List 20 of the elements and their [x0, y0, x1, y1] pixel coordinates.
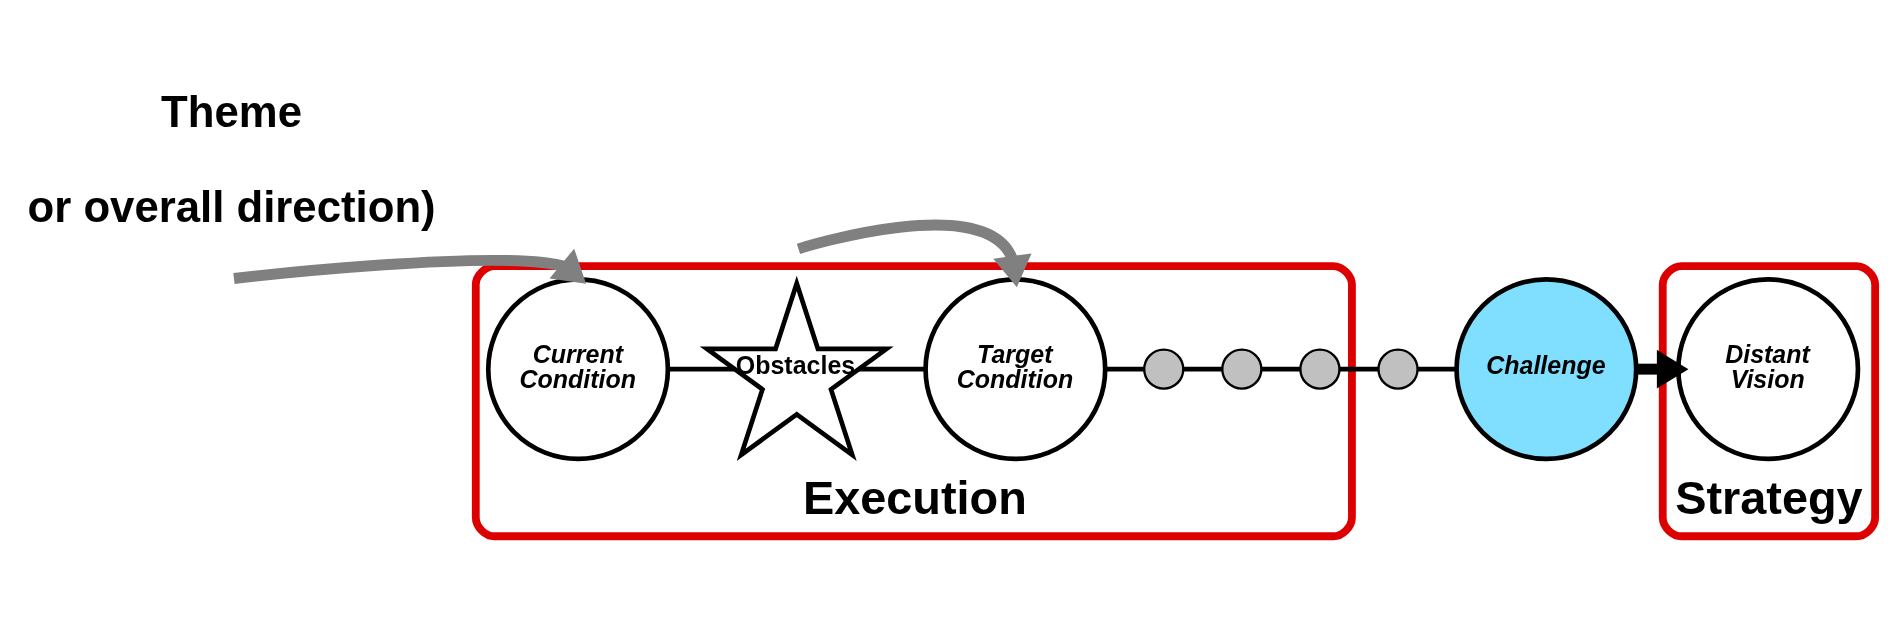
connector: [858, 366, 926, 372]
label: or overall direction): [27, 182, 436, 232]
node-circle: [1377, 348, 1419, 390]
node-circle: Current Condition: [485, 277, 671, 462]
node-circle: [1299, 348, 1341, 390]
arrow: [796, 219, 1032, 288]
label: Theme: [161, 86, 302, 136]
connector: [1417, 366, 1457, 372]
arrow: [233, 248, 587, 284]
node-circle: Distant Vision: [1676, 277, 1861, 462]
connector: [1183, 366, 1223, 372]
node-circle: Target Condition: [923, 277, 1108, 462]
connector: [1105, 366, 1145, 372]
node-circle: [1221, 348, 1263, 390]
arrow: [1636, 349, 1689, 389]
connector: [667, 366, 735, 372]
connector: [1261, 366, 1301, 372]
connector: [1339, 366, 1379, 372]
node-circle: [1143, 348, 1185, 390]
node-circle: Challenge: [1454, 277, 1639, 462]
